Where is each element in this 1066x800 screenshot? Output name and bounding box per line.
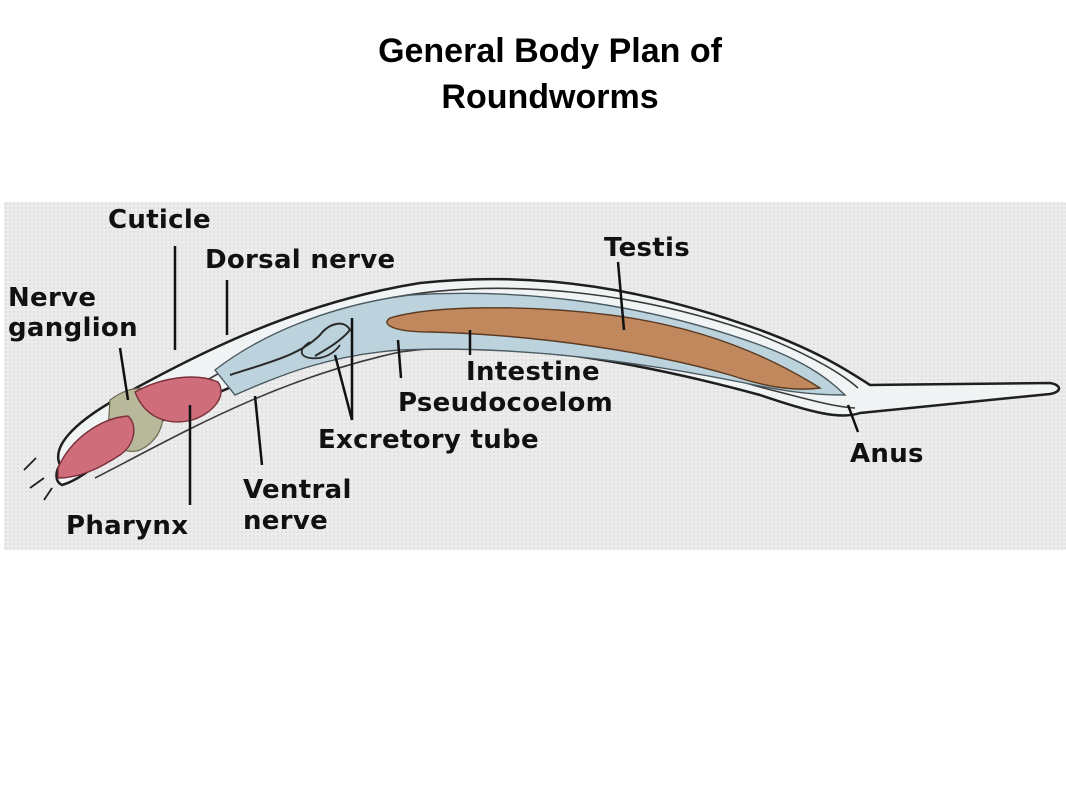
excretory-tube-shape xyxy=(229,322,352,376)
label-nerve-ganglion: Nerve ganglion xyxy=(8,284,138,342)
excretory-tube-branch xyxy=(300,341,341,360)
pharynx-bulb xyxy=(134,376,222,423)
label-nerve-ganglion-line-1: Nerve xyxy=(8,283,97,313)
mouth-bristles xyxy=(23,457,53,501)
label-ventral-nerve: Ventral nerve xyxy=(243,476,352,535)
intestine-shape xyxy=(386,307,823,390)
pointer-testis xyxy=(616,261,626,331)
label-pseudocoelom: Pseudocoelom xyxy=(398,388,614,418)
label-ventral-nerve-line-2: nerve xyxy=(243,506,329,536)
label-cuticle: Cuticle xyxy=(108,205,211,235)
title-line-2: Roundworms xyxy=(441,78,659,116)
label-ventral-nerve-line-1: Ventral xyxy=(243,475,352,505)
label-excretory-tube: Excretory tube xyxy=(318,425,539,455)
pointer-ventral-nerve xyxy=(253,395,264,466)
label-intestine: Intestine xyxy=(466,357,600,387)
page-title: General Body Plan of Roundworms xyxy=(0,28,1066,120)
pointer-excretory-tube-2 xyxy=(333,354,354,421)
pointer-pseudocoelom xyxy=(396,339,403,379)
label-anus: Anus xyxy=(850,439,924,469)
label-testis: Testis xyxy=(604,233,691,263)
label-pharynx: Pharynx xyxy=(66,511,189,541)
pointer-anus xyxy=(846,404,860,433)
pharynx-front xyxy=(57,415,135,479)
label-dorsal-nerve: Dorsal nerve xyxy=(205,245,396,275)
label-pointers xyxy=(118,246,860,505)
title-line-1: General Body Plan of xyxy=(378,32,722,70)
pointer-nerve-ganglion xyxy=(118,347,130,401)
label-nerve-ganglion-line-2: ganglion xyxy=(8,313,138,343)
